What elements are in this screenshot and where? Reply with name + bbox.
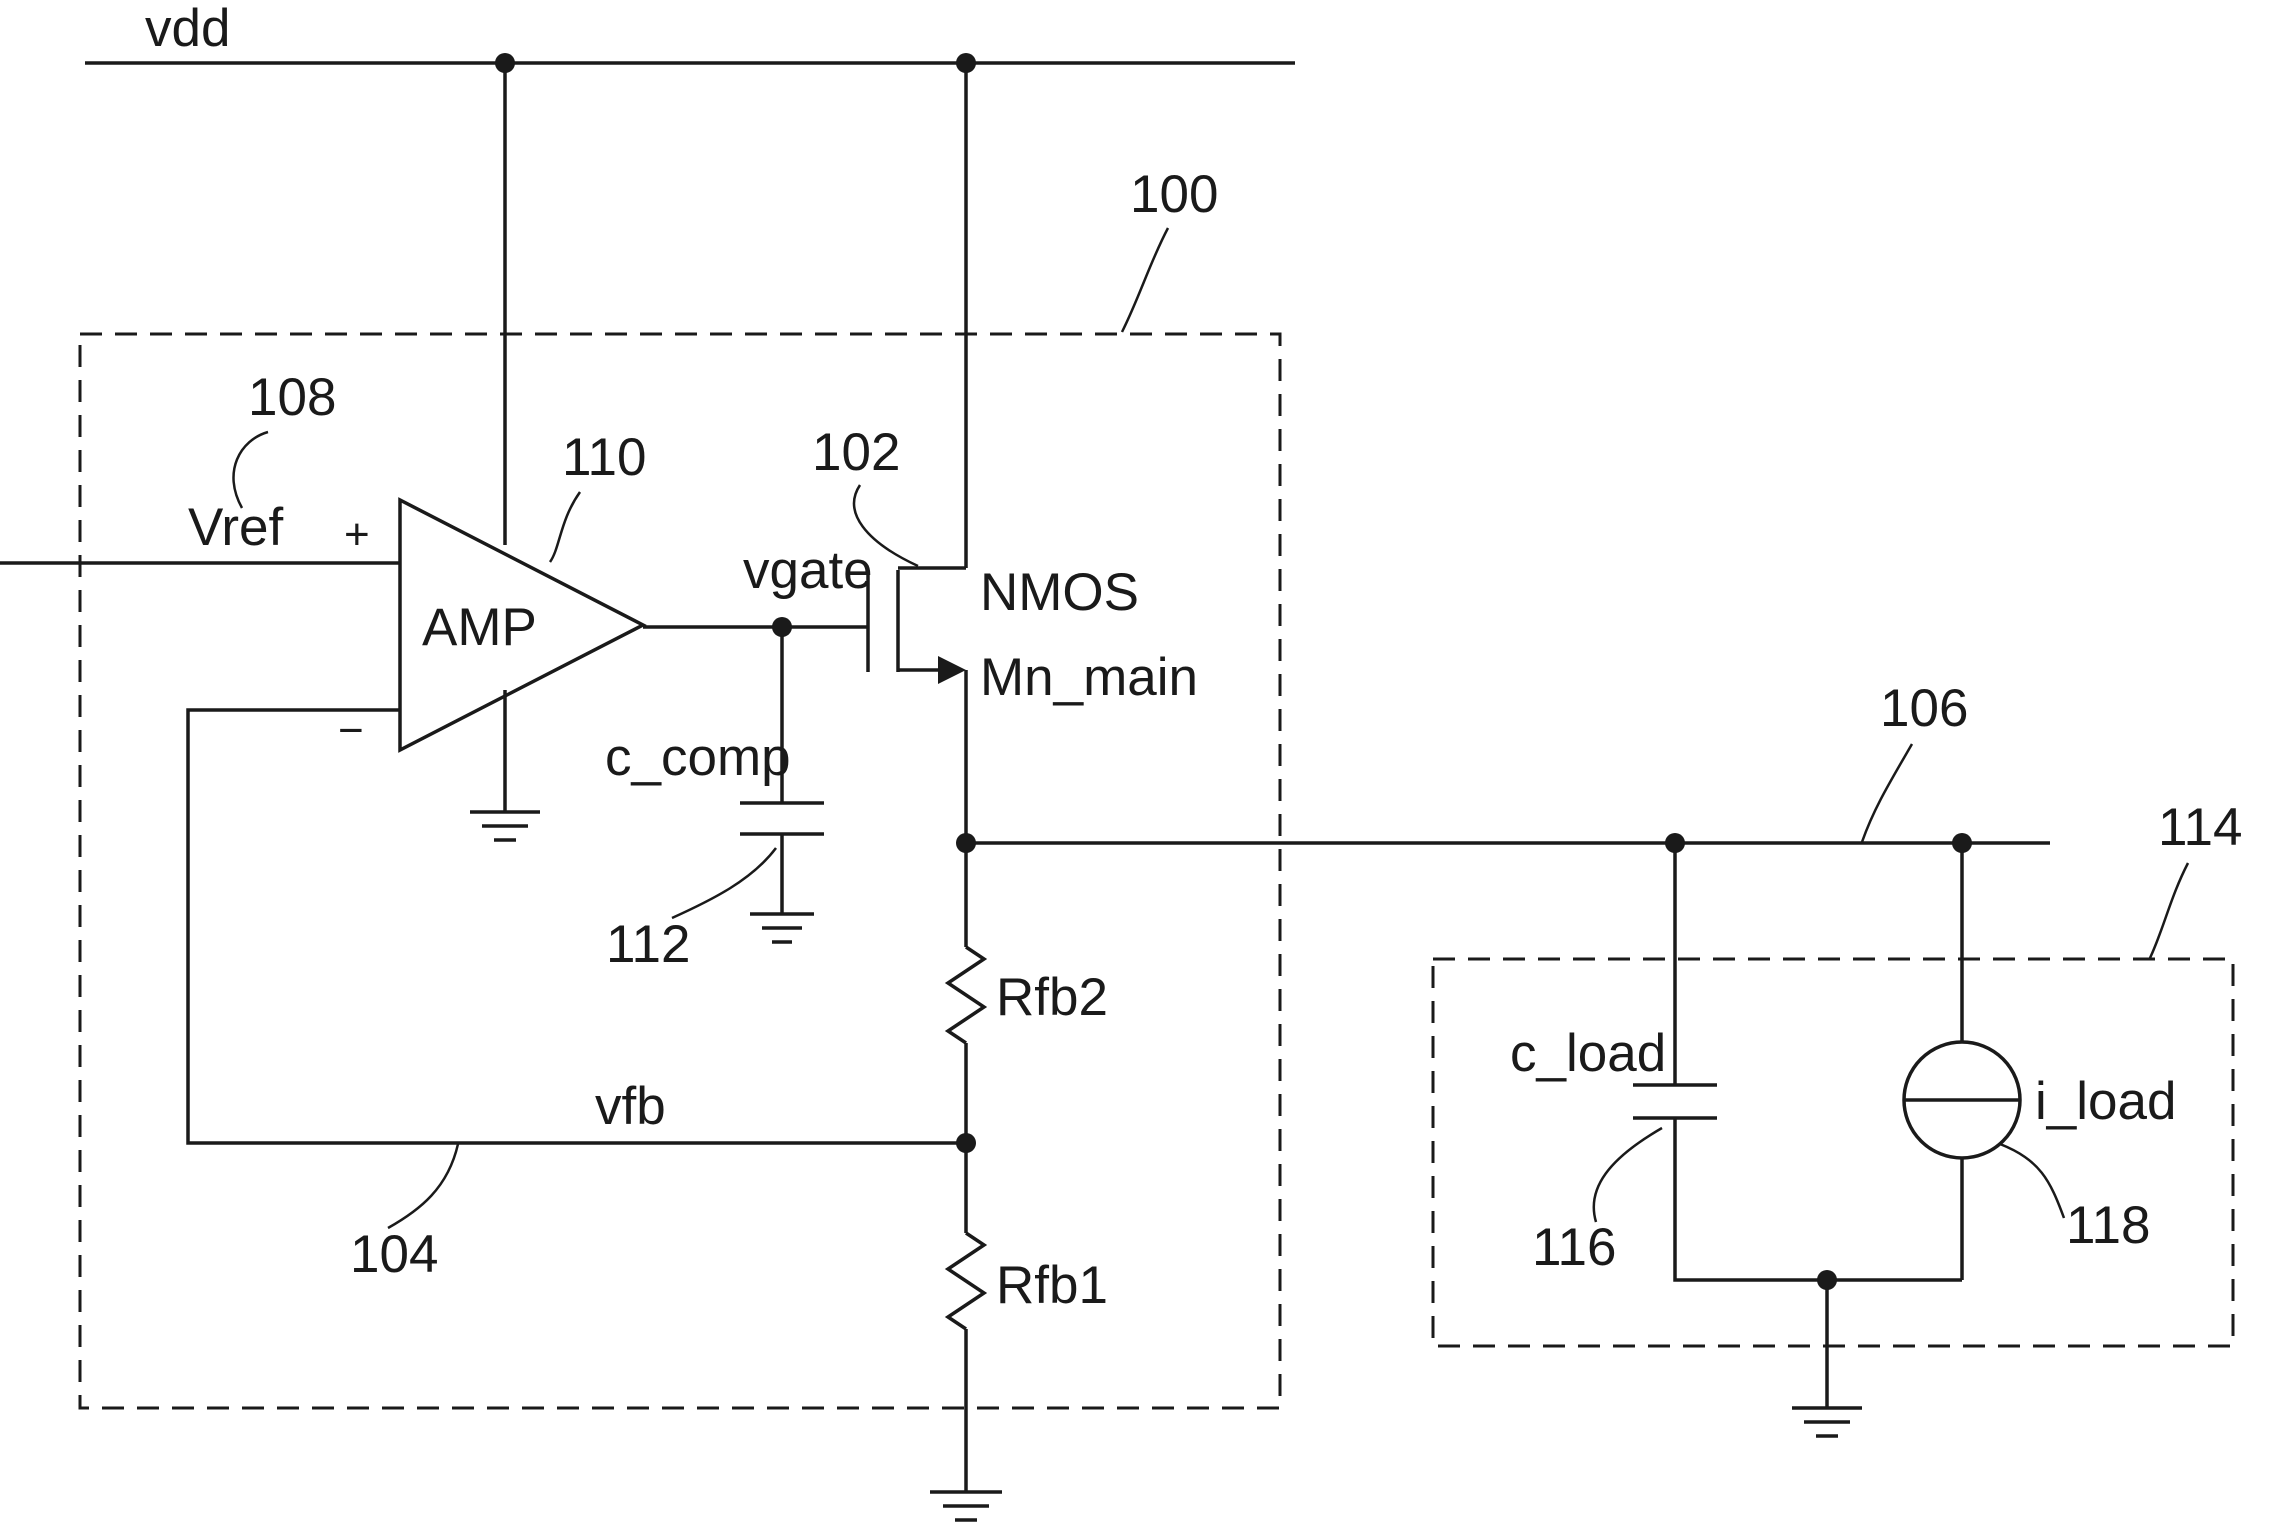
amplifier-label: AMP	[422, 598, 537, 657]
transistor-name-label: Mn_main	[980, 648, 1198, 707]
ref-116: 116	[1532, 1218, 1617, 1277]
amp-ground-icon	[470, 810, 540, 842]
feedback-path	[186, 708, 966, 1145]
leader-116	[1592, 1126, 1663, 1223]
ref-108: 108	[248, 368, 336, 427]
ref-104: 104	[350, 1225, 438, 1284]
load-ground-icon	[1792, 1406, 1862, 1438]
leader-104	[387, 1143, 460, 1230]
ref-100: 100	[1130, 165, 1218, 224]
leader-114	[2148, 862, 2190, 959]
leader-102	[852, 484, 919, 568]
ref-112: 112	[606, 915, 691, 974]
vfb-label: vfb	[595, 1077, 666, 1136]
ref-110: 110	[562, 428, 647, 487]
amp-plus-sign: +	[344, 510, 370, 559]
c-comp-ground-icon	[750, 912, 814, 944]
leader-108	[232, 430, 269, 509]
rfb1-label: Rfb1	[996, 1256, 1108, 1315]
ref-102: 102	[812, 423, 900, 482]
i-load-label: i_load	[2035, 1072, 2176, 1131]
leader-106	[1860, 743, 1914, 843]
rfb2-label: Rfb2	[996, 968, 1108, 1027]
leader-110	[548, 491, 582, 563]
c-comp-label: c_comp	[605, 728, 791, 787]
leader-118	[1999, 1142, 2066, 1219]
amp-minus-sign: −	[338, 706, 364, 755]
load-block-boundary	[1431, 957, 2235, 1348]
rfb1-resistor-icon	[944, 1231, 988, 1331]
ref-118: 118	[2066, 1196, 2151, 1255]
c-load-bottom-wire	[1673, 1118, 1962, 1282]
ref-106: 106	[1880, 679, 1968, 738]
vdd-label: vdd	[145, 0, 230, 58]
vref-label: Vref	[188, 498, 284, 557]
ref-114: 114	[2158, 798, 2243, 857]
nmos-transistor-icon	[866, 566, 966, 684]
regulator-block-boundary	[78, 332, 1282, 1410]
leader-100	[1120, 227, 1170, 333]
c-load-label: c_load	[1510, 1024, 1666, 1083]
rfb2-resistor-icon	[944, 945, 988, 1045]
vgate-label: vgate	[743, 541, 873, 600]
leader-112	[671, 847, 777, 920]
amplifier-triangle	[398, 497, 647, 753]
transistor-type-label: NMOS	[980, 563, 1139, 622]
main-ground-icon	[930, 1490, 1002, 1522]
